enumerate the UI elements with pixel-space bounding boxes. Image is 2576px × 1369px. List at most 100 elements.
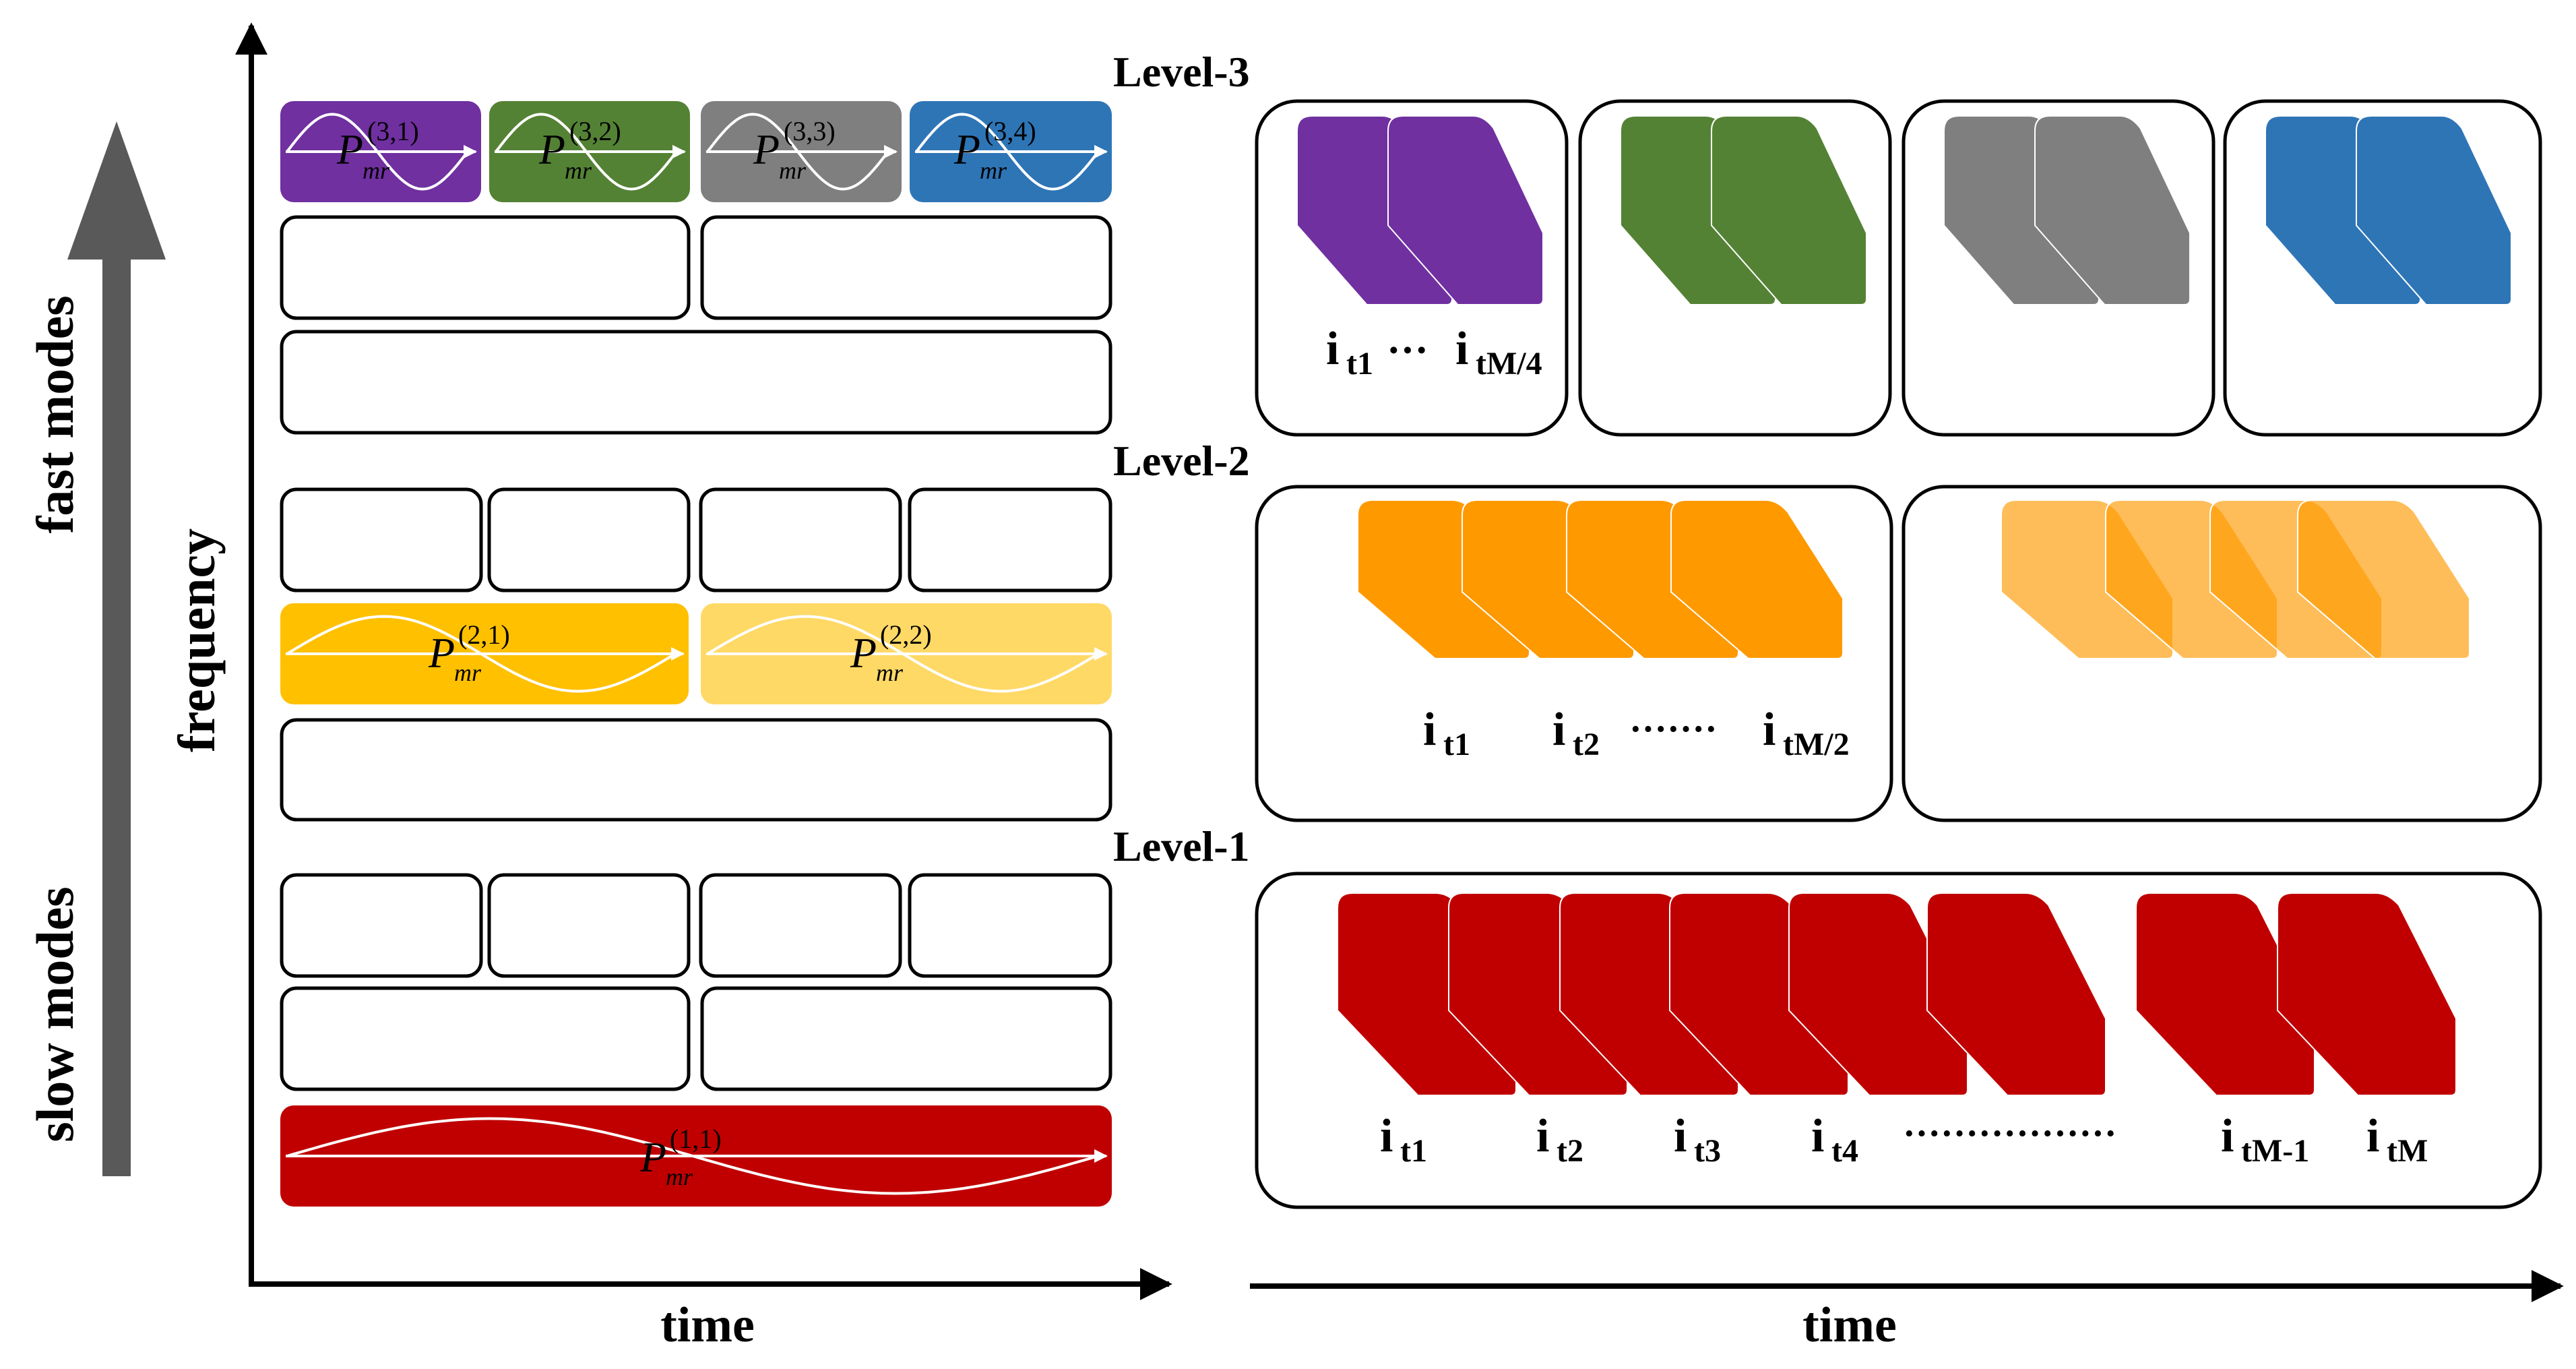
l3-frame-labels: i t1 ··· i tM/4 (1326, 323, 1542, 382)
mode-direction-arrow (67, 121, 166, 1176)
l1-frame-labels: i t1 i t2 i t3 i t4 ················· i … (1380, 1110, 2428, 1169)
empty-box-l3-row2a (280, 215, 691, 320)
mode-label-sup: (2,2) (880, 619, 932, 650)
frame-l3-2-b (1711, 115, 1867, 305)
wave-3-2 (495, 113, 686, 191)
frame-l2-1-4 (1670, 499, 1844, 659)
frame-l2-2-4 (2297, 499, 2470, 659)
frame-label-dots: ··· (1387, 328, 1428, 373)
wave-2-1 (286, 615, 685, 693)
empty-box-l1-row1b (487, 873, 691, 978)
mode-label-3-4: P mr (3,4) (953, 116, 1036, 184)
sine-waves (286, 113, 1108, 1195)
time-axis-left-label: time (660, 1298, 755, 1353)
frame-l3-4-b (2356, 115, 2512, 305)
mode-label-sub: mr (876, 659, 904, 686)
wave-1-1 (286, 1117, 1108, 1195)
frame-label-i: i (1423, 704, 1436, 756)
wave-3-1 (286, 113, 477, 191)
mode-label-sub: mr (666, 1163, 693, 1190)
empty-box-l2-row1b (487, 487, 691, 592)
frame-label-sub: tM/2 (1783, 727, 1850, 762)
frame-label-sub: t3 (1694, 1133, 1721, 1169)
mode-label-sub: mr (454, 659, 482, 686)
mode-label-sup: (1,1) (670, 1124, 722, 1154)
frame-label-i: i (1811, 1110, 1824, 1162)
frame-label-sub: t4 (1831, 1133, 1858, 1169)
frame-label-i: i (1326, 323, 1339, 375)
mode-label-base: P (953, 125, 980, 173)
frame-label-i: i (1674, 1110, 1687, 1162)
empty-box-l1-row2a (280, 986, 691, 1091)
mode-label-base: P (538, 125, 565, 173)
empty-box-l1-row2b (700, 986, 1112, 1091)
level-2-label: Level-2 (1113, 437, 1250, 485)
mode-label-2-2: P mr (2,2) (850, 619, 932, 686)
empty-box-l3-row3 (280, 330, 1112, 435)
frame-label-sub: t2 (1573, 727, 1600, 762)
wave-3-3 (706, 113, 898, 191)
mode-label-base: P (639, 1133, 666, 1181)
level-1-label: Level-1 (1113, 822, 1250, 870)
slow-modes-label: slow modes (26, 886, 84, 1142)
frame-label-i: i (2221, 1110, 2234, 1162)
mode-label-base: P (850, 629, 877, 677)
mode-label-sub: mr (980, 157, 1007, 184)
level-3-label: Level-3 (1113, 48, 1250, 96)
frame-label-i: i (1552, 704, 1565, 756)
empty-box-l2-row1c (699, 487, 902, 592)
mode-label-sup: (3,4) (984, 116, 1036, 146)
mode-label-sup: (2,1) (458, 619, 510, 650)
frame-label-sub: t1 (1400, 1133, 1427, 1169)
frame-label-i: i (1455, 323, 1468, 375)
mode-label-base: P (753, 125, 780, 173)
frame-l1-7 (2135, 892, 2315, 1096)
frame-label-i: i (1380, 1110, 1393, 1162)
frame-l1-5 (1788, 892, 1968, 1096)
empty-box-l1-row1c (699, 873, 902, 978)
frame-label-dots: ······· (1629, 708, 1718, 750)
mode-label-base: P (336, 125, 363, 173)
mode-label-3-2: P mr (3,2) (538, 116, 621, 184)
frame-label-sub: tM-1 (2241, 1133, 2309, 1169)
mode-label-sup: (3,3) (784, 116, 836, 146)
frame-label-sub: t1 (1443, 727, 1470, 762)
frequency-label: frequency (167, 528, 226, 752)
frame-l3-3-b (2034, 115, 2191, 305)
frame-l1-8 (2277, 892, 2457, 1096)
frame-label-dots: ················· (1903, 1113, 2117, 1155)
empty-box-l2-row1a (280, 487, 483, 592)
mode-label-2-1: P mr (2,1) (428, 619, 510, 686)
frame-label-sub: t2 (1557, 1133, 1583, 1169)
frame-label-i: i (1536, 1110, 1549, 1162)
frame-label-sub: tM/4 (1476, 346, 1542, 382)
mode-label-1-1: P mr (1,1) (639, 1124, 722, 1190)
frame-label-sub: t1 (1346, 346, 1373, 382)
wave-3-4 (915, 113, 1108, 191)
empty-box-l2-row3 (280, 718, 1112, 822)
mode-label-sub: mr (565, 157, 592, 184)
fast-modes-label: fast modes (26, 295, 84, 533)
time-axis-right-label: time (1802, 1298, 1897, 1353)
mode-label-sub: mr (363, 157, 390, 184)
empty-box-l3-row2b (700, 215, 1112, 320)
frame-label-i: i (1763, 704, 1776, 756)
frame-l1-6 (1926, 892, 2106, 1096)
image-frames (1296, 115, 2512, 1096)
mode-label-base: P (428, 629, 455, 677)
l2-frame-labels: i t1 i t2 ······· i tM/2 (1423, 704, 1850, 762)
mode-label-sub: mr (779, 157, 807, 184)
wave-2-2 (706, 615, 1108, 693)
mode-label-3-3: P mr (3,3) (753, 116, 836, 184)
mode-label-3-1: P mr (3,1) (336, 116, 419, 184)
frame-l3-1-b (1387, 115, 1544, 305)
empty-box-l1-row1a (280, 873, 483, 978)
empty-box-l2-row1d (908, 487, 1112, 592)
frame-label-i: i (2366, 1110, 2379, 1162)
empty-box-l1-row1d (908, 873, 1112, 978)
mode-label-sup: (3,2) (569, 116, 621, 146)
frame-label-sub: tM (2387, 1133, 2428, 1169)
mode-label-sup: (3,1) (367, 116, 419, 146)
